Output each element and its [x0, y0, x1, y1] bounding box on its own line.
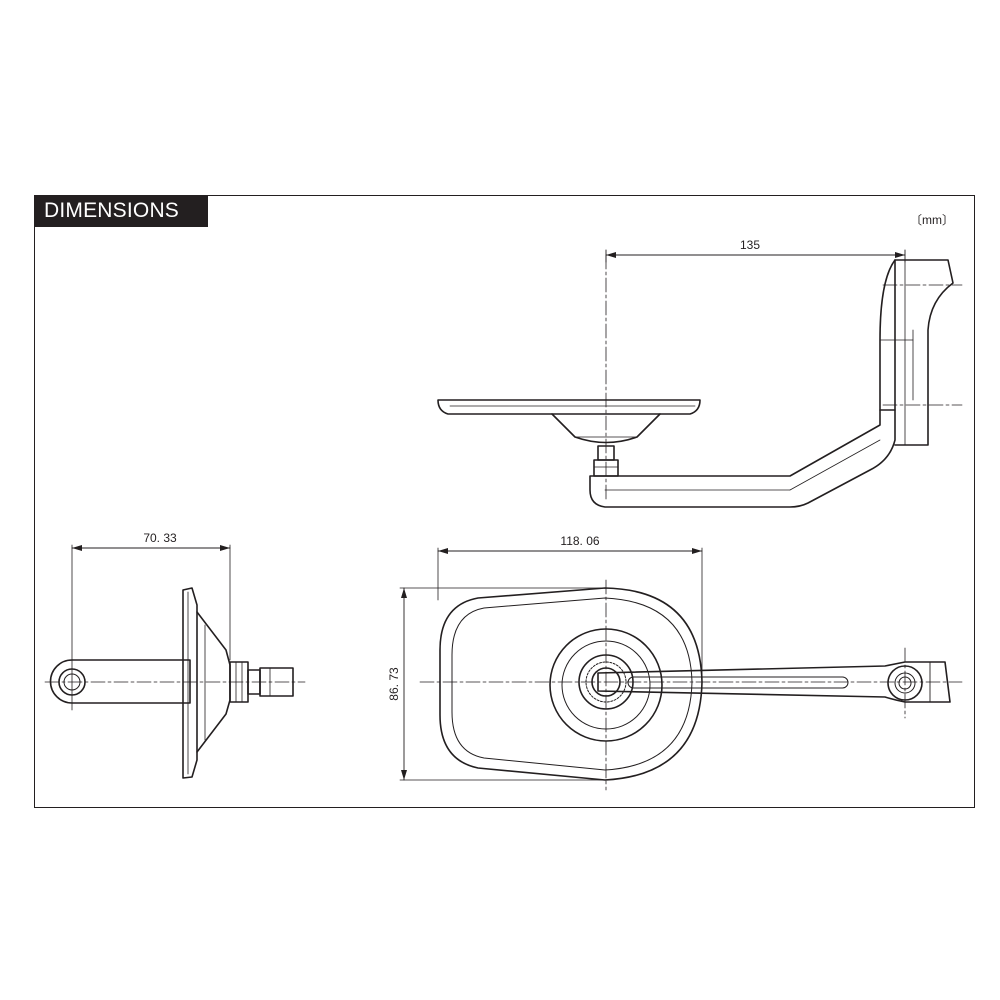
front-view	[399, 547, 963, 791]
drawing-frame	[34, 195, 975, 808]
section-title: DIMENSIONS	[34, 195, 208, 227]
units-label: 〔mm〕	[910, 213, 954, 227]
dimension-side-width: 70. 33	[143, 531, 177, 545]
dimension-arrows	[72, 252, 905, 780]
dimension-front-width: 118. 06	[560, 534, 599, 548]
top-view	[437, 249, 963, 508]
side-view	[44, 544, 306, 779]
dimension-top-width: 135	[740, 238, 760, 252]
dimension-front-height: 86. 73	[387, 667, 401, 701]
